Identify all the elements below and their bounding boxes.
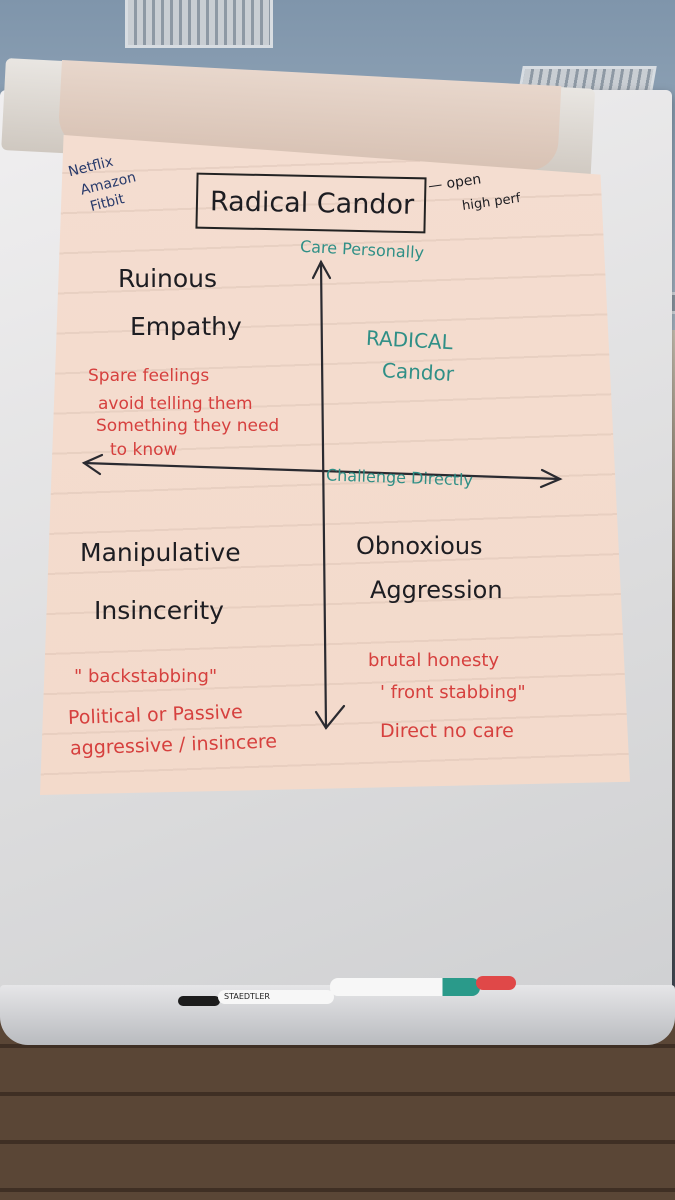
quadrant-note: avoid telling them bbox=[98, 394, 253, 414]
flipchart-sheet bbox=[40, 135, 630, 795]
quadrant-title: Insincerity bbox=[94, 596, 224, 625]
marker-black[interactable] bbox=[178, 996, 220, 1006]
quadrant-note: Spare feelings bbox=[88, 366, 210, 386]
ceiling-vent bbox=[125, 0, 273, 48]
quadrant-note: Something they need bbox=[96, 416, 280, 436]
quadrant-title: Manipulative bbox=[80, 538, 241, 567]
quadrant-title: Candor bbox=[381, 358, 455, 386]
quadrant-title: Aggression bbox=[370, 576, 503, 604]
x-axis-arrowhead-right bbox=[539, 468, 563, 489]
quadrant-note: Direct no care bbox=[380, 720, 514, 742]
marker-staedtler[interactable]: STAEDTLER bbox=[218, 990, 334, 1004]
quadrant-note: ' front stabbing" bbox=[380, 682, 526, 703]
quadrant-note: " backstabbing" bbox=[74, 666, 218, 687]
quadrant-title: Ruinous bbox=[118, 264, 218, 293]
x-axis-arrowhead-left bbox=[81, 453, 104, 476]
y-axis-arrowhead-bottom bbox=[314, 704, 346, 730]
marker-teal[interactable] bbox=[330, 978, 480, 996]
quadrant-note: to know bbox=[110, 440, 178, 460]
marker-label: STAEDTLER bbox=[224, 992, 270, 1001]
vertical-axis bbox=[319, 260, 328, 730]
quadrant-title: RADICAL bbox=[365, 325, 454, 355]
quadrant-title: Obnoxious bbox=[356, 532, 483, 560]
quadrant-title: Empathy bbox=[130, 312, 242, 341]
y-axis-arrowhead bbox=[311, 259, 332, 280]
marker-red-cap bbox=[476, 976, 516, 990]
quadrant-note: brutal honesty bbox=[368, 650, 500, 671]
horizontal-axis bbox=[82, 461, 562, 481]
